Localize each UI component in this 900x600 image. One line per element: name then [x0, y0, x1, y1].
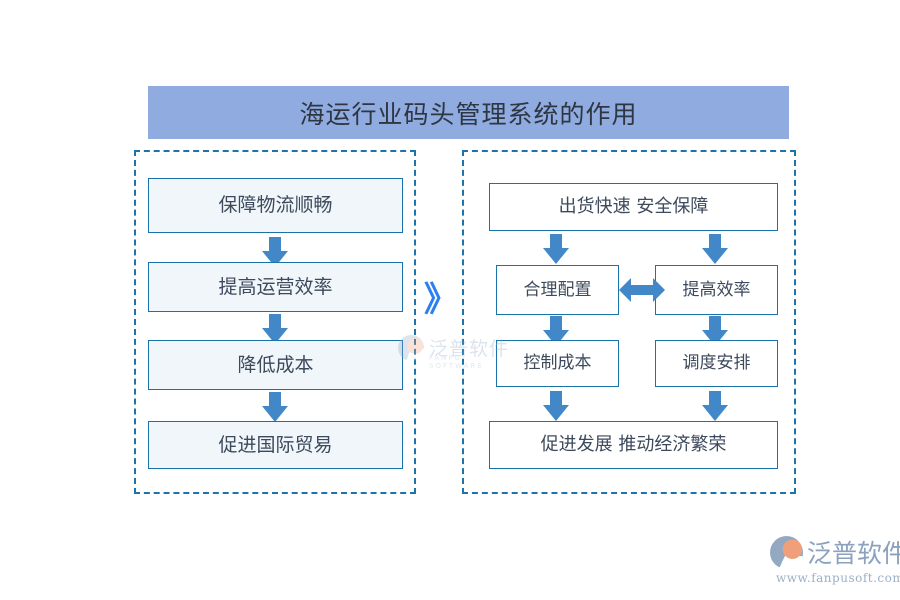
right-top-node[interactable]: 出货快速 安全保障 — [489, 183, 778, 231]
right-branch-left-node-2[interactable]: 控制成本 — [496, 340, 619, 387]
arrow-shaft — [550, 316, 562, 331]
right-arrow-bottom-right — [702, 391, 728, 421]
right-branch-right-node-2[interactable]: 调度安排 — [655, 340, 778, 387]
left-group-container — [134, 150, 416, 494]
left-node-4[interactable]: 促进国际贸易 — [148, 421, 403, 469]
right-bidirectional-arrow — [619, 278, 665, 302]
right-branch-left-node-1-label: 合理配置 — [523, 279, 592, 300]
arrow-shaft — [709, 391, 721, 406]
double-chevron-right-icon: 》 — [424, 280, 458, 320]
left-node-1[interactable]: 保障物流顺畅 — [148, 178, 403, 233]
arrow-head — [543, 248, 569, 264]
arrow-head — [702, 248, 728, 264]
arrow-head — [702, 405, 728, 421]
left-node-4-label: 促进国际贸易 — [218, 433, 333, 456]
left-node-2[interactable]: 提高运营效率 — [148, 262, 403, 312]
arrow-shaft — [269, 392, 281, 407]
left-node-1-label: 保障物流顺畅 — [218, 194, 333, 217]
title-banner: 海运行业码头管理系统的作用 — [148, 86, 789, 139]
right-group-container — [462, 150, 796, 494]
arrow-head — [543, 405, 569, 421]
arrow-head — [262, 406, 288, 422]
right-top-node-label: 出货快速 安全保障 — [558, 196, 709, 218]
right-arrow-top-right — [702, 234, 728, 264]
arrow-shaft — [709, 316, 721, 331]
right-arrow-bottom-left — [543, 391, 569, 421]
left-node-3-label: 降低成本 — [237, 353, 314, 376]
right-bottom-node[interactable]: 促进发展 推动经济繁荣 — [489, 421, 778, 469]
arrow-shaft — [550, 234, 562, 249]
arrow-shaft — [269, 314, 281, 329]
logo-row: 泛普软件 — [770, 534, 900, 570]
fanpu-logo-mark-icon — [770, 535, 803, 569]
right-bottom-node-label: 促进发展 推动经济繁荣 — [540, 434, 727, 456]
left-node-3[interactable]: 降低成本 — [148, 340, 403, 390]
right-branch-right-node-2-label: 调度安排 — [682, 353, 751, 374]
left-node-2-label: 提高运营效率 — [218, 275, 333, 298]
arrow-shaft — [630, 285, 654, 295]
left-arrow-3 — [262, 392, 288, 422]
logo-website-url: www.fanpusoft.com — [776, 571, 900, 585]
right-branch-right-node-1[interactable]: 提高效率 — [655, 265, 778, 315]
right-arrow-top-left — [543, 234, 569, 264]
page-title: 海运行业码头管理系统的作用 — [299, 99, 638, 129]
right-branch-right-node-1-label: 提高效率 — [682, 279, 751, 300]
right-branch-left-node-1[interactable]: 合理配置 — [496, 265, 619, 315]
arrow-shaft — [269, 237, 281, 252]
arrow-shaft — [709, 234, 721, 249]
arrow-head-right — [653, 278, 665, 302]
right-branch-left-node-2-label: 控制成本 — [523, 353, 592, 374]
fanpu-logo: 泛普软件 www.fanpusoft.com — [770, 534, 900, 590]
arrow-head-left — [619, 278, 631, 302]
logo-company-name: 泛普软件 — [807, 539, 900, 568]
arrow-shaft — [550, 391, 562, 406]
